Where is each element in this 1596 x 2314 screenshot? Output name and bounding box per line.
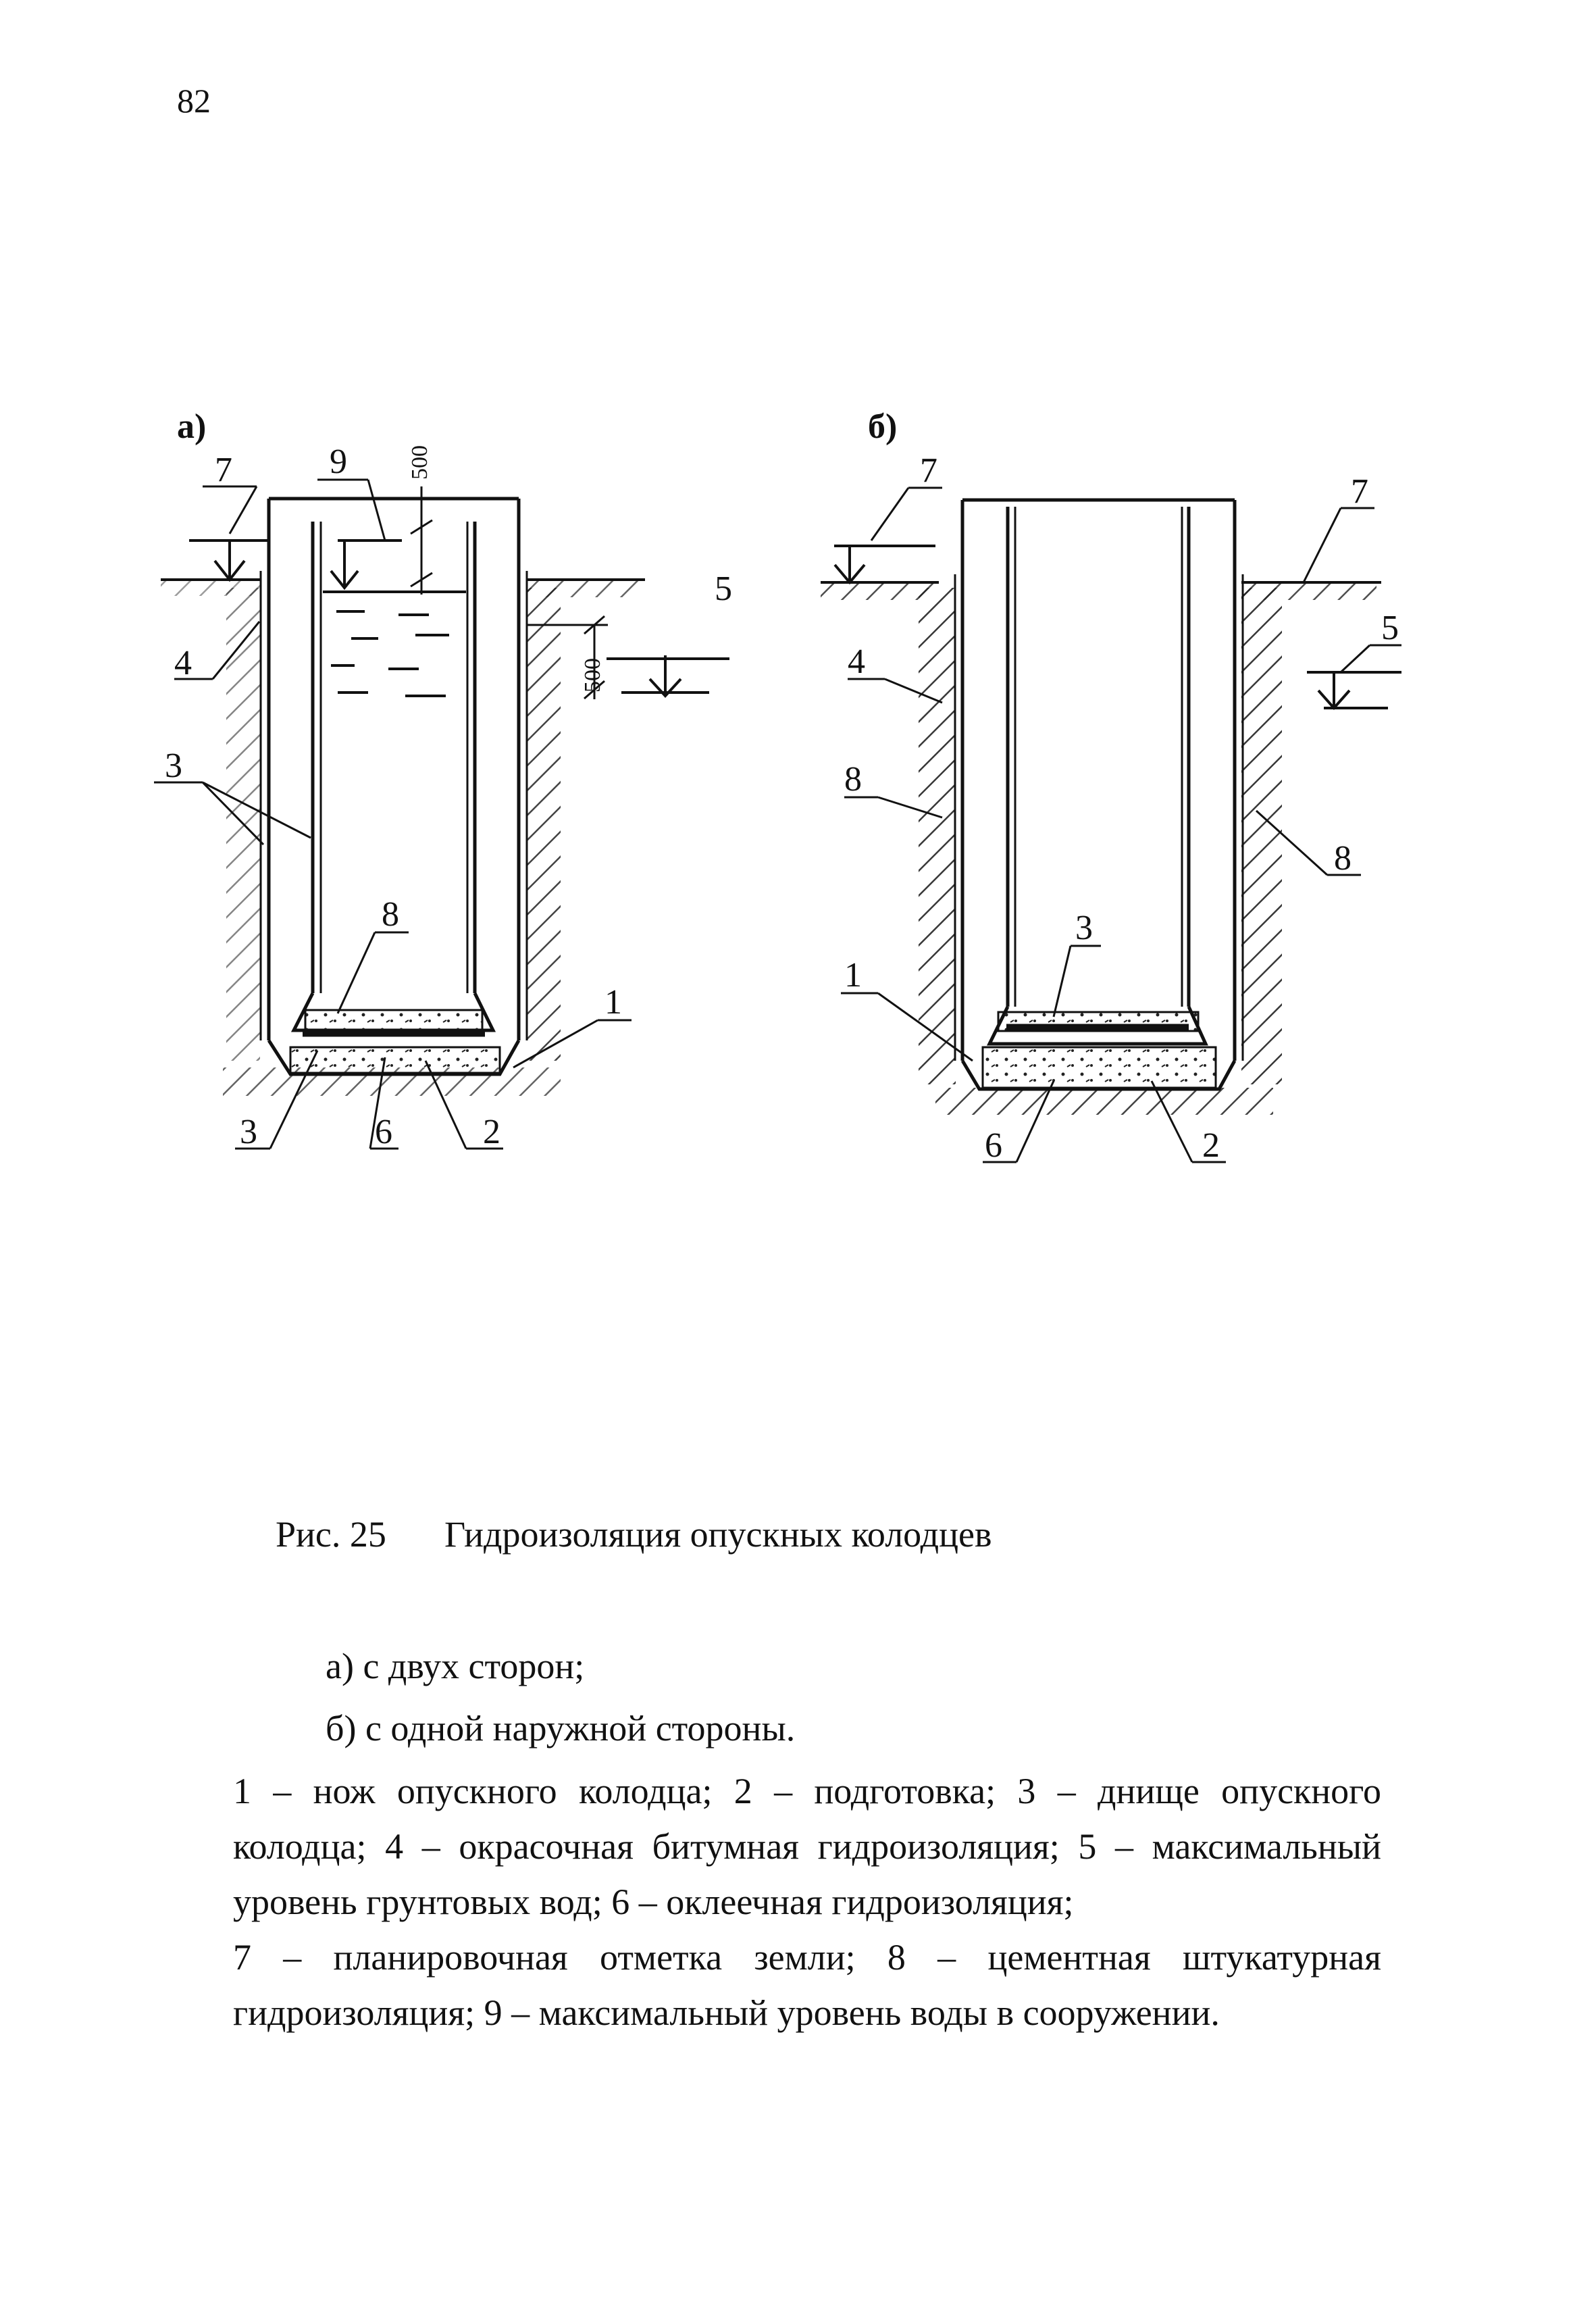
callout-b-7-left: 7 <box>920 451 937 490</box>
panel-a-dimension-top: 500 <box>407 445 433 595</box>
figure-number: Рис. 25 <box>276 1514 386 1555</box>
callout-a-1: 1 <box>604 983 622 1022</box>
callout-b-3: 3 <box>1075 909 1093 947</box>
variant-a: а) с двух сторон; <box>326 1646 585 1686</box>
panel-a-water <box>323 590 466 697</box>
panel-b-walls <box>954 498 1244 1091</box>
panel-a-dimension-top-label: 500 <box>407 445 432 480</box>
callout-a-3-left: 3 <box>165 747 182 785</box>
figure-legend: 1 – нож опускного колодца; 2 – подготовк… <box>233 1763 1381 2040</box>
callout-b-1: 1 <box>844 956 862 995</box>
panel-a-bottom <box>289 1009 501 1074</box>
callout-a-4: 4 <box>174 644 192 682</box>
figure-title: Гидроизоляция опускных колодцев <box>444 1514 992 1555</box>
panel-a-dimension-right-label: 500 <box>580 658 605 693</box>
panel-a-drawing: а) <box>154 407 732 1151</box>
callout-b-8-right: 8 <box>1334 839 1352 878</box>
callout-b-7-right: 7 <box>1351 472 1368 511</box>
callout-b-5: 5 <box>1381 609 1399 647</box>
panel-b-leaders <box>841 486 1401 1163</box>
panel-b-level-marks <box>833 545 1401 711</box>
panel-b-soil <box>919 588 1282 1115</box>
panel-a-dimension-right: 500 <box>527 615 608 700</box>
panel-b-ground-surface <box>821 581 1381 600</box>
panel-a-level-marks <box>189 539 729 698</box>
variant-b: б) с одной наружной стороны. <box>326 1708 796 1749</box>
page-number: 82 <box>177 82 211 120</box>
callout-a-9: 9 <box>330 443 347 481</box>
callout-b-8-left: 8 <box>844 760 862 799</box>
legend-paragraph: 7 – планировочная отметка земли; 8 – цем… <box>233 1937 1381 2033</box>
figure-variants: а) с двух сторон; б) с одной наружной ст… <box>326 1635 795 1759</box>
callout-a-8: 8 <box>382 895 399 934</box>
figure-waterproofing-caissons: а) <box>154 407 1401 1165</box>
panel-b-label: б) <box>868 407 897 446</box>
panel-a-leaders <box>154 478 632 1150</box>
legend-paragraph: 1 – нож опускного колодца; 2 – подготовк… <box>233 1771 1381 1922</box>
callout-a-7: 7 <box>215 451 232 489</box>
figure-caption: Рис. 25 Гидроизоляция опускных колодцев <box>276 1513 992 1555</box>
callout-a-5: 5 <box>715 570 732 608</box>
callout-b-6: 6 <box>985 1126 1002 1165</box>
callout-b-2: 2 <box>1202 1126 1220 1165</box>
panel-b-bottom <box>981 1011 1217 1089</box>
callout-a-2: 2 <box>483 1113 500 1151</box>
callout-a-6: 6 <box>375 1113 392 1151</box>
callout-a-3-bottom: 3 <box>240 1113 257 1151</box>
callout-b-4: 4 <box>848 643 865 681</box>
panel-b-drawing: б) <box>821 407 1401 1165</box>
panel-a-label: а) <box>177 407 206 446</box>
panel-a-walls <box>259 497 528 1076</box>
